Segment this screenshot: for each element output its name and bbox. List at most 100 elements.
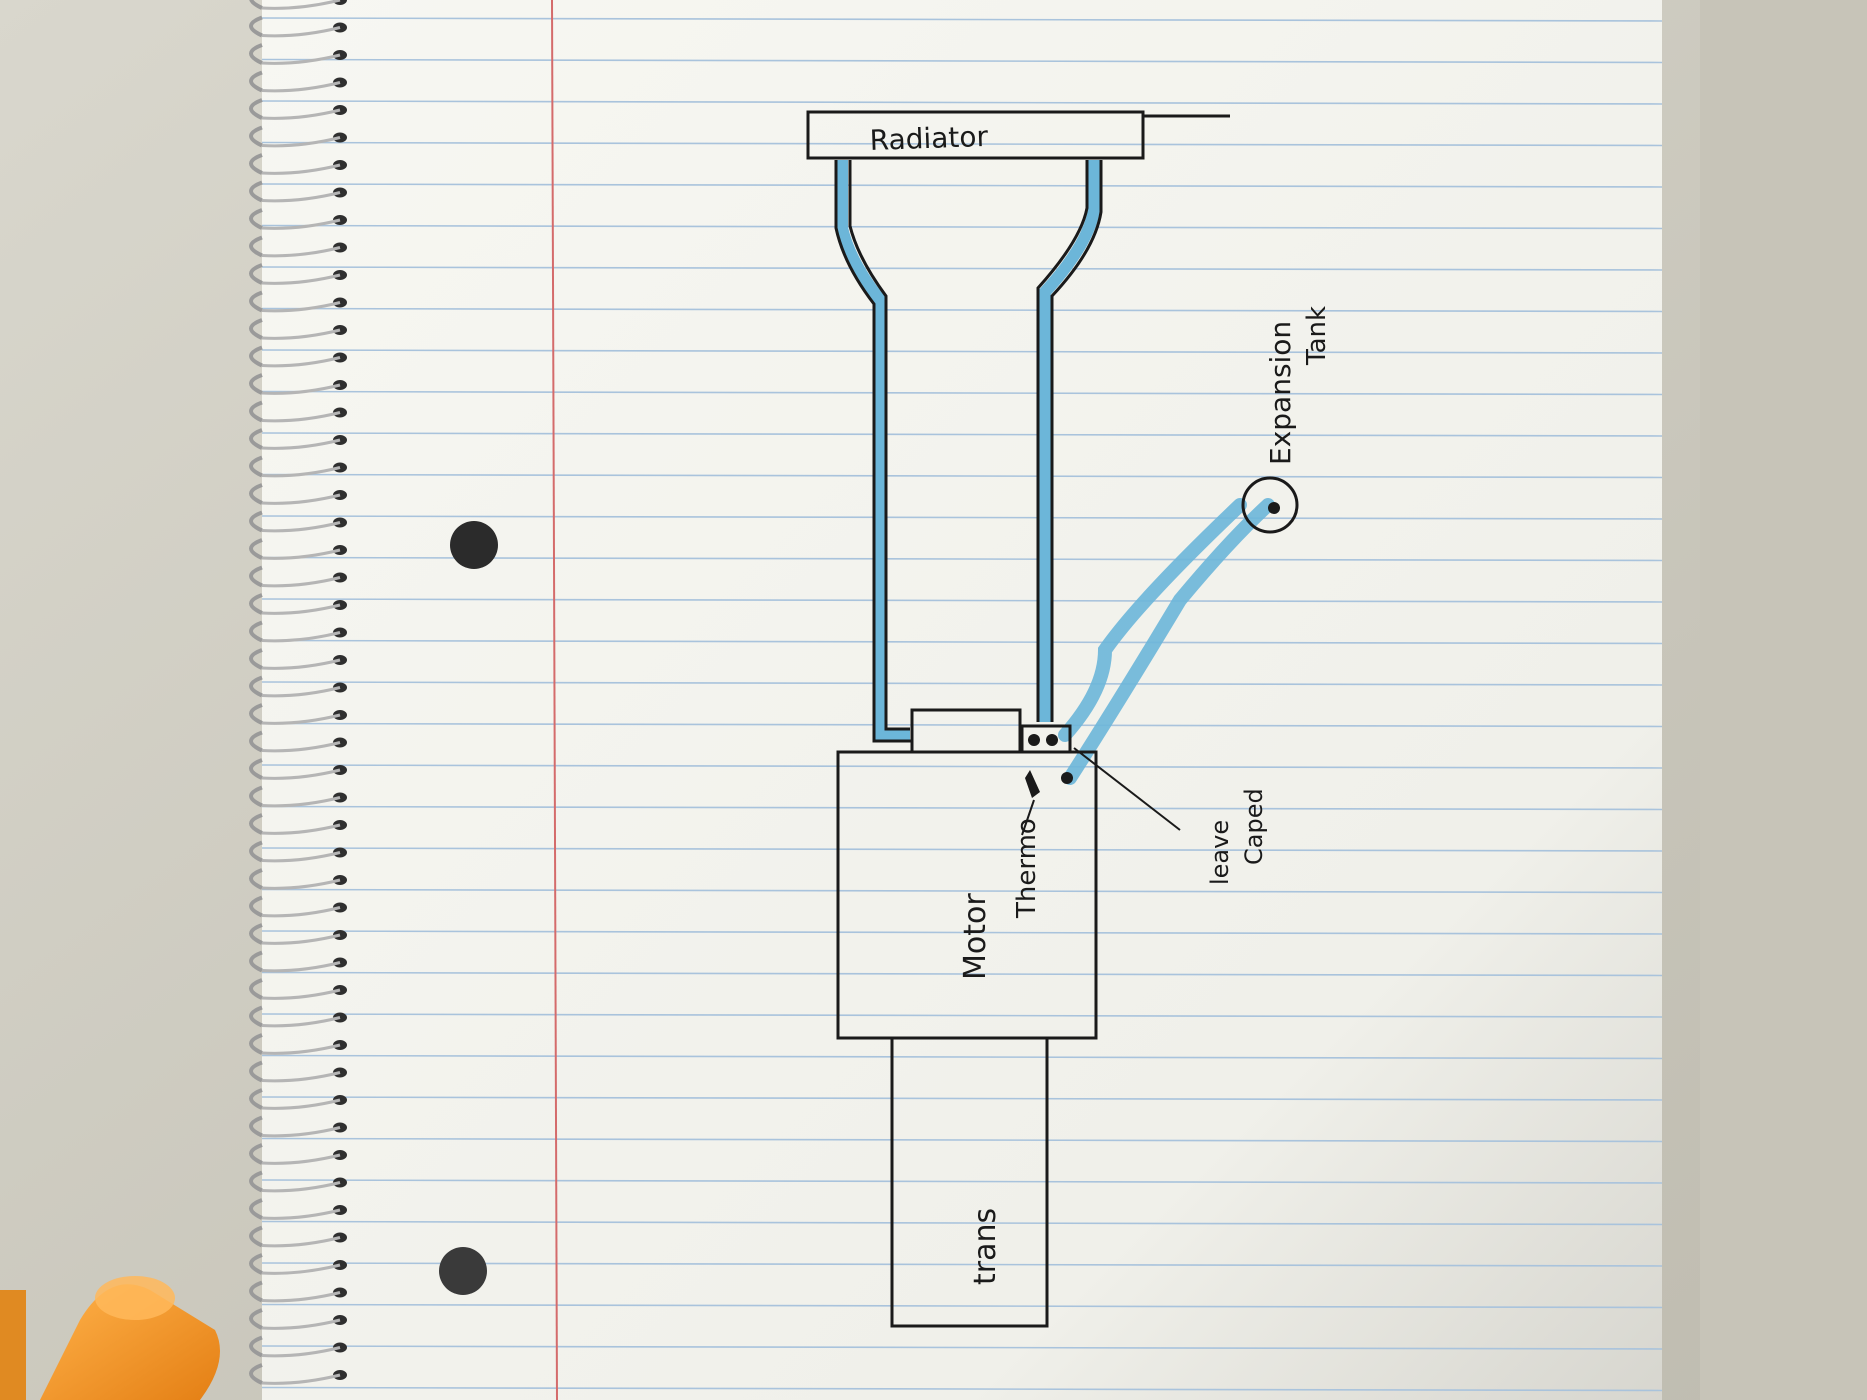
spiral-wire: [261, 1208, 341, 1220]
capped-port: [1061, 772, 1073, 784]
rule-line: [261, 390, 1663, 396]
thermo-label: Thermo: [1012, 818, 1042, 919]
spiral-coil: [249, 1005, 263, 1028]
spiral-coil: [249, 1115, 263, 1138]
spiral-coil: [249, 978, 263, 1000]
rule-line: [261, 58, 1663, 64]
left-coolant-hose: [834, 160, 912, 743]
spiral-wire: [261, 218, 341, 230]
spiral-coil: [249, 43, 263, 65]
rule-line: [261, 432, 1663, 437]
spiral-wire: [261, 53, 341, 65]
spiral-wire: [261, 1043, 341, 1055]
spiral-wire: [261, 81, 341, 93]
spiral-coil: [249, 593, 263, 615]
leave-caped-leader-line: [1073, 747, 1181, 831]
rule-line: [261, 183, 1663, 188]
rule-line: [261, 847, 1663, 852]
spiral-wire: [261, 1318, 341, 1330]
spiral-wire: [261, 301, 341, 313]
desk-edge: [1700, 0, 1867, 1400]
spiral-coil: [249, 290, 263, 313]
leave-caped-label: leave: [1206, 820, 1234, 885]
rule-line: [261, 1179, 1663, 1184]
spiral-wire: [261, 796, 341, 808]
rule-line: [261, 764, 1663, 769]
spiral-wire: [261, 576, 341, 588]
spiral-coil: [249, 510, 263, 533]
spiral-coil: [249, 785, 263, 808]
spiral-wire: [261, 438, 341, 450]
spiral-coil: [249, 868, 263, 890]
radiator-label: Radiator: [869, 120, 989, 157]
rule-line: [261, 1096, 1663, 1101]
spiral-coil: [249, 70, 263, 93]
notebook-page: [262, 0, 1662, 1400]
spiral-wire: [261, 383, 341, 395]
spiral-wire: [261, 713, 341, 725]
spiral-coil: [249, 620, 263, 643]
spiral-wire: [261, 246, 341, 258]
spiral-coil: [249, 125, 263, 148]
rule-line: [261, 598, 1663, 603]
rule-line: [261, 1386, 1663, 1392]
spiral-coil: [249, 703, 263, 725]
rule-line: [261, 266, 1663, 271]
spiral-coil: [249, 950, 263, 973]
spiral-wire: [261, 26, 341, 38]
transmission-label: trans: [968, 1208, 1003, 1285]
spiral-coil: [249, 153, 263, 175]
spiral-coil: [249, 345, 263, 368]
ruled-lines: [261, 17, 1663, 1392]
spiral-coil: [249, 15, 263, 38]
spiral-wire: [261, 163, 341, 175]
spiral-wire: [261, 823, 341, 835]
spiral-coil: [249, 813, 263, 835]
spiral-coil: [249, 1170, 263, 1193]
spiral-binding: [249, 0, 347, 1385]
binder-hole-bottom: [439, 1247, 487, 1295]
right-coolant-hose: [1036, 160, 1103, 722]
highlighter: [0, 1276, 220, 1400]
spiral-wire: [261, 328, 341, 340]
spiral-wire: [261, 411, 341, 423]
spiral-coil: [249, 1143, 263, 1165]
rule-line: [261, 1345, 1663, 1350]
spiral-wire: [261, 658, 341, 670]
rule-line: [261, 722, 1663, 728]
spiral-wire: [261, 493, 341, 505]
spiral-wire: [261, 466, 341, 478]
spiral-coil: [249, 1060, 263, 1083]
expansion-tank-label-line2: Tank: [1302, 306, 1332, 366]
transmission-box: [890, 1036, 1049, 1328]
radiator-box: [806, 110, 1145, 160]
spiral-wire: [261, 878, 341, 890]
spiral-coil: [249, 538, 263, 560]
spiral-coil: [249, 648, 263, 670]
leave-caped-label-line2: Caped: [1240, 788, 1268, 865]
spiral-coil: [249, 895, 263, 918]
rule-line: [261, 17, 1663, 22]
highlighter-cap: [40, 1284, 220, 1400]
spiral-wire: [261, 1098, 341, 1110]
expansion-tank-label: Expansion: [1264, 321, 1297, 465]
rule-line: [261, 224, 1663, 230]
spiral-coil: [249, 98, 263, 120]
spiral-coil: [249, 263, 263, 285]
spiral-wire: [261, 1126, 341, 1138]
spiral-coil: [249, 0, 263, 10]
rule-line: [261, 1054, 1663, 1060]
spiral-wire: [261, 603, 341, 615]
spiral-coil: [249, 455, 263, 478]
spiral-wire: [261, 741, 341, 753]
thermostat-sensor: [1025, 770, 1040, 798]
spiral-coil: [249, 1033, 263, 1055]
rule-line: [261, 1262, 1663, 1267]
spiral-coil: [249, 208, 263, 230]
spiral-wire: [261, 1346, 341, 1358]
spiral-wire: [261, 686, 341, 698]
thermo-leader-line: [1021, 799, 1035, 836]
spiral-coil: [249, 730, 263, 753]
rule-line: [261, 681, 1663, 686]
